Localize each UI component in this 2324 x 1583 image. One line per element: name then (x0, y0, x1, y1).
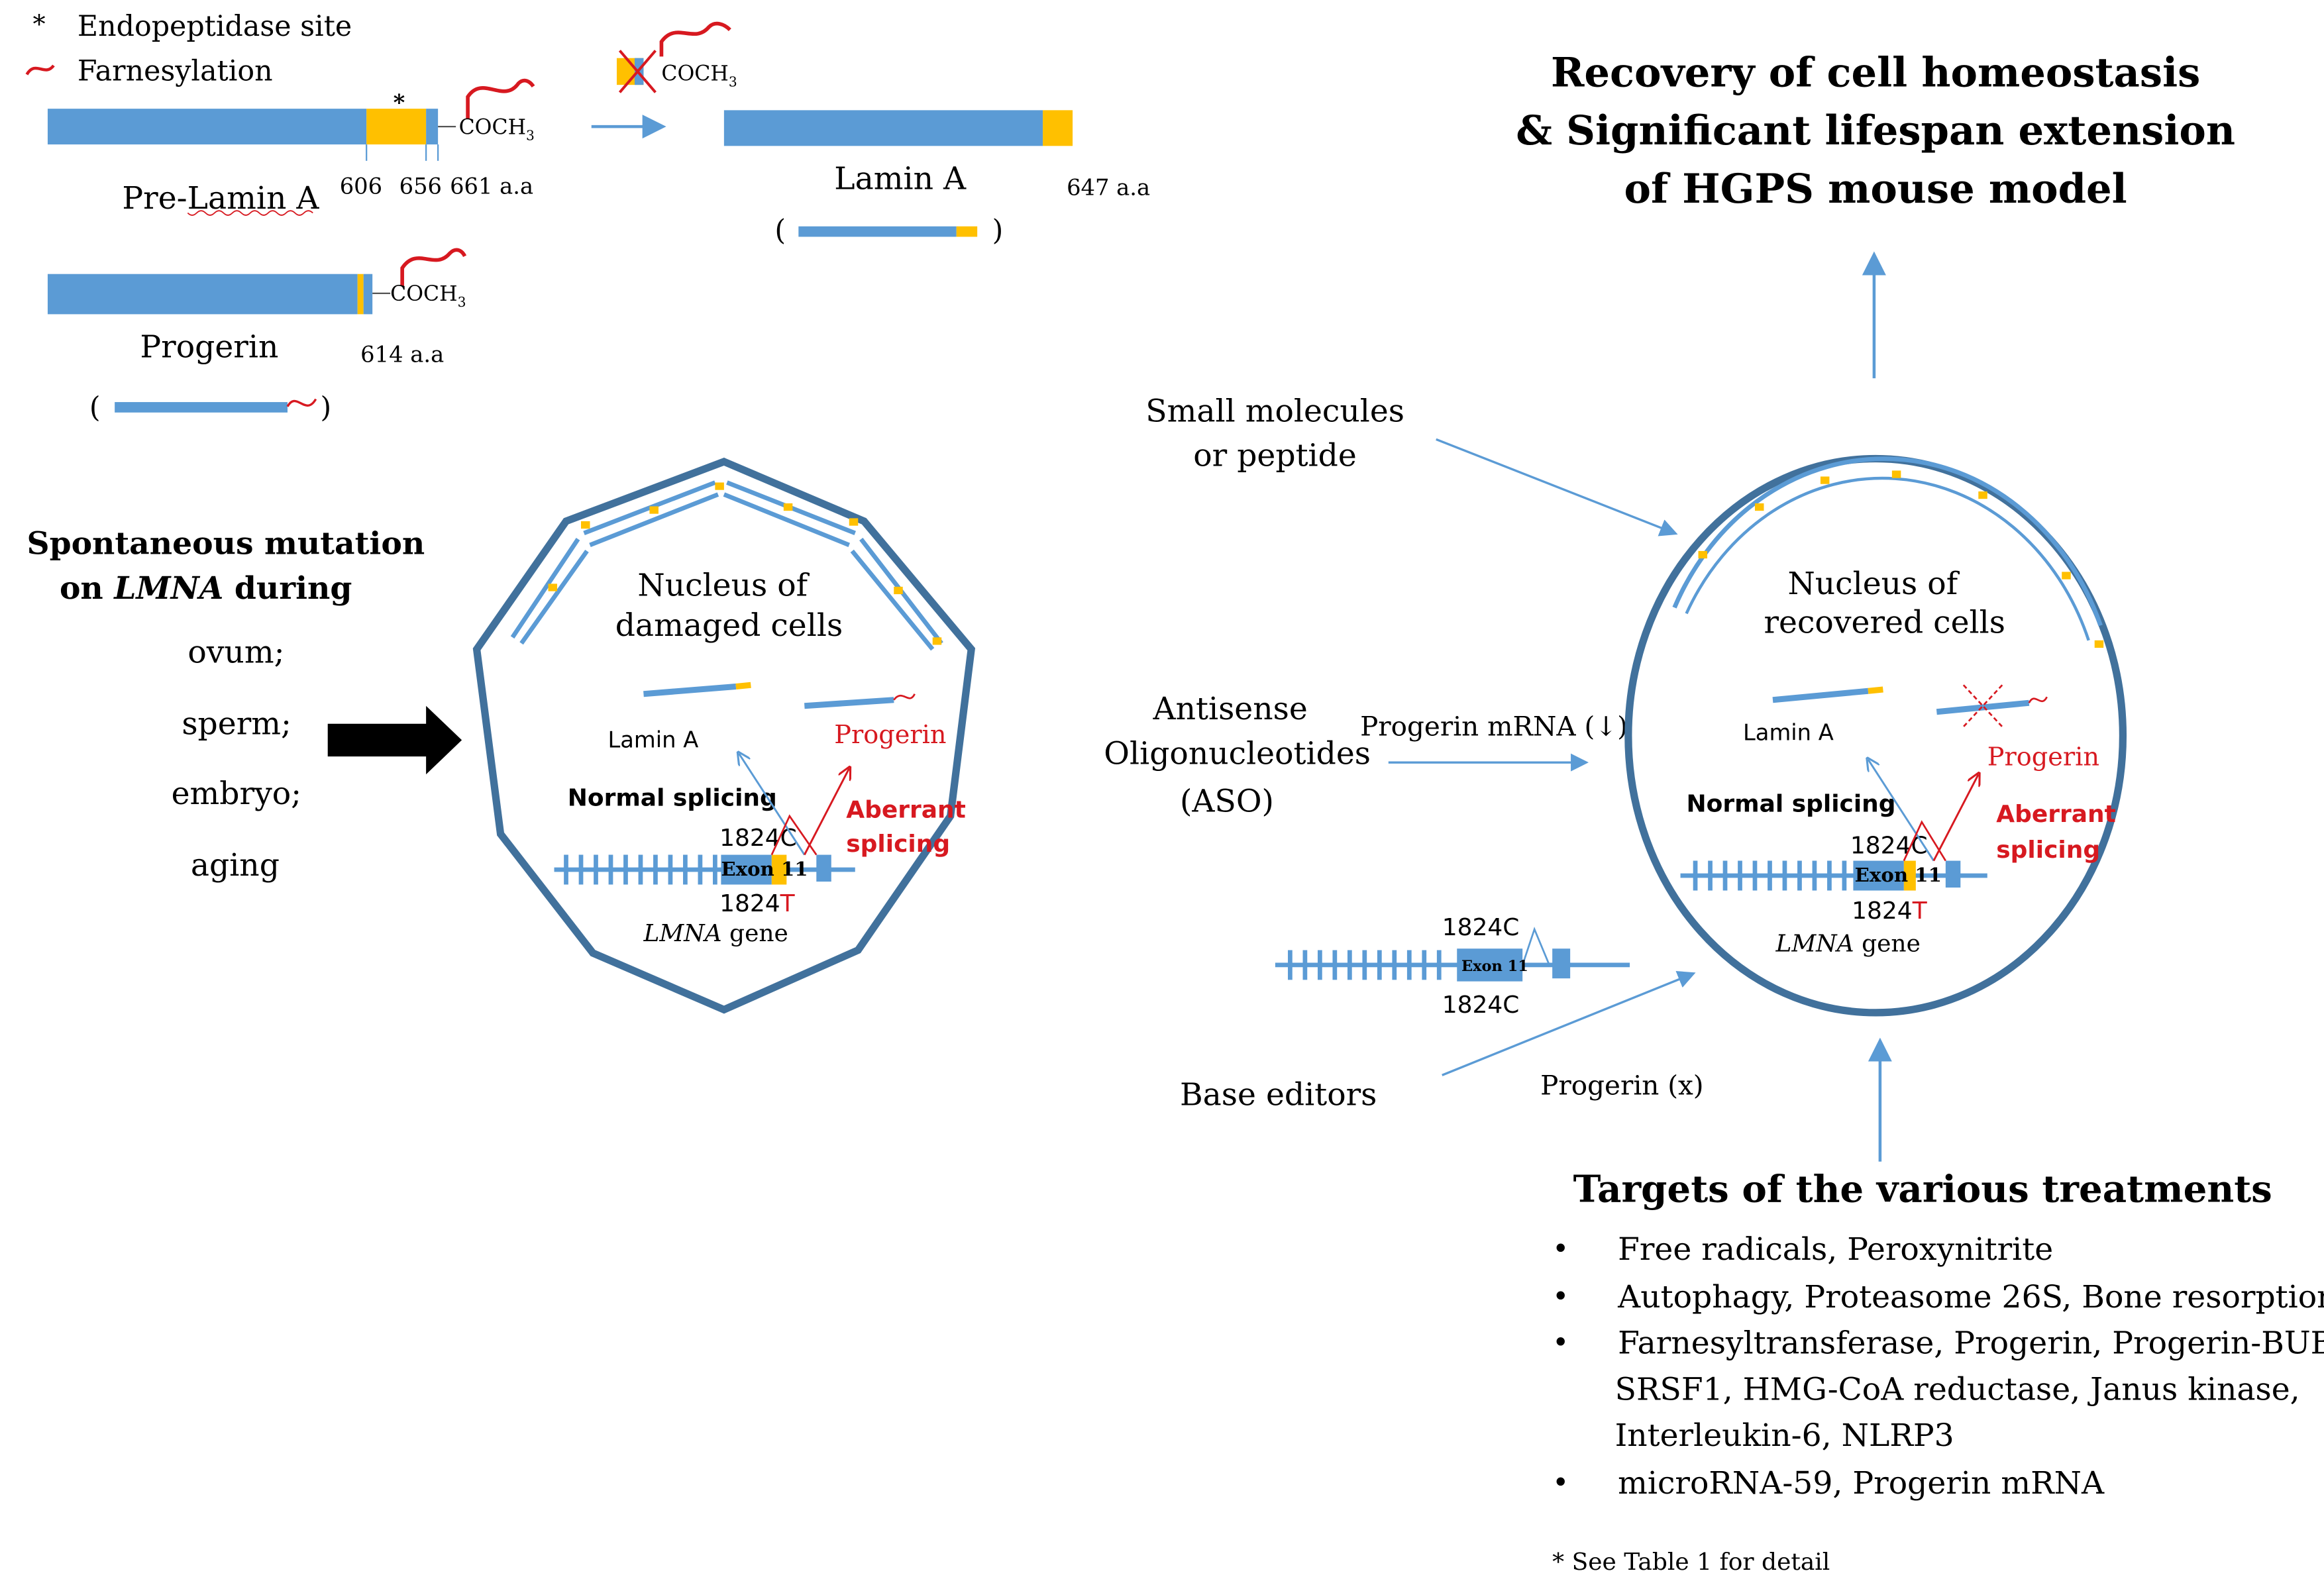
recovered-exon-label: Exon 11 (1855, 864, 1942, 886)
recovered-title-line2: recovered cells (1764, 605, 2005, 641)
damaged-title-line1: Nucleus of (637, 567, 810, 603)
small-molecules-arrow (1436, 438, 1678, 536)
recovered-nuclear-envelope (1624, 454, 2127, 1017)
legend: * Endopeptidase site Farnesylation (25, 10, 352, 87)
prelamin-tail (426, 109, 439, 145)
aso-line3: (ASO) (1180, 783, 1274, 819)
target-item-3b: SRSF1, HMG-CoA reductase, Janus kinase, (1615, 1371, 2300, 1407)
damaged-title-line2: damaged cells (615, 607, 843, 644)
targets-title: Targets of the various treatments (1573, 1167, 2272, 1211)
recovered-normal-splicing: Normal splicing (1687, 790, 1896, 817)
damaged-exon-label: Exon 11 (721, 858, 808, 880)
target-item-3a: Farnesyltransferase, Progerin, Progerin-… (1618, 1325, 2324, 1362)
damaged-normal-splicing: Normal splicing (568, 784, 777, 811)
targets: Targets of the various treatments • Free… (1552, 1037, 2324, 1576)
damaged-lamin-label: Lamin A (607, 727, 698, 753)
outcome: Recovery of cell homeostasis & Significa… (1516, 49, 2235, 379)
damaged-nucleus: Nucleus of damaged cells Lamin A Progeri… (472, 457, 976, 1014)
recovered-nucleus: Nucleus of recovered cells Lamin A Proge… (1624, 454, 2127, 1017)
treatments: Small molecules or peptide Antisense Oli… (1104, 393, 1703, 1113)
outcome-line3: of HGPS mouse model (1624, 166, 2127, 213)
aso-line2: Oligonucleotides (1104, 735, 1371, 772)
prelamin-cleaved-segment (366, 109, 427, 145)
cleaved-fragment: COCH3 (616, 21, 737, 93)
endopeptidase-star: * (394, 89, 405, 115)
damaged-aberrant-line2: splicing (846, 831, 950, 858)
svg-text:(: ( (89, 391, 101, 425)
cause-sperm: sperm; (182, 705, 291, 742)
edited-pos-top: 1824C (1442, 914, 1520, 941)
recovered-pos-t: 1824T (1852, 897, 1928, 925)
cause-aging: aging (191, 847, 280, 884)
farnesylation-label: Farnesylation (78, 54, 273, 87)
edited-exon-label: Exon 11 (1461, 958, 1528, 975)
base-editors-label: Base editors (1180, 1076, 1377, 1113)
bullet: • (1552, 1466, 1569, 1500)
small-molecules-line1: Small molecules (1145, 393, 1404, 429)
recovered-gene-label: LMNA gene (1775, 931, 1920, 958)
damaged-gene-label: LMNA gene (643, 920, 788, 947)
coch3-label: COCH3 (390, 282, 466, 310)
aso-line1: Antisense (1153, 691, 1308, 727)
lamin-label: Lamin A (834, 161, 967, 197)
coch3-label: COCH3 (661, 62, 737, 89)
bullet: • (1552, 1280, 1569, 1313)
prelamin-bar (47, 109, 367, 145)
target-item-2: Autophagy, Proteasome 26S, Bone resorpti… (1617, 1279, 2324, 1315)
progerin-x-label: Progerin (x) (1540, 1070, 1703, 1101)
bullet: • (1552, 1327, 1569, 1360)
progerin-label: Progerin (140, 329, 278, 366)
farnesylation-icon (466, 78, 535, 119)
recovered-title-line1: Nucleus of (1787, 566, 1960, 602)
target-item-4: microRNA-59, Progerin mRNA (1618, 1465, 2105, 1502)
endopeptidase-symbol: * (32, 10, 45, 39)
edited-pos-bottom: 1824C (1442, 992, 1520, 1019)
outcome-line2: & Significant lifespan extension (1516, 107, 2235, 154)
bullet: • (1552, 1233, 1569, 1266)
svg-text:(: ( (774, 214, 786, 247)
damaged-pos-c: 1824C (719, 825, 797, 852)
lamin-length: 647 a.a (1067, 175, 1150, 201)
mutation-title-line2: on LMNA during (60, 570, 352, 607)
svg-text:): ) (320, 391, 331, 425)
recovered-aberrant-line2: splicing (1996, 837, 2100, 864)
cause-ovum: ovum; (187, 635, 284, 671)
mutation-causes: Spontaneous mutation on LMNA during ovum… (26, 525, 462, 884)
damaged-progerin-label: Progerin (834, 721, 946, 750)
progerin-diagram: COCH3 Progerin 614 a.a ( ) (47, 248, 467, 425)
damaged-aberrant-line1: Aberrant (846, 796, 966, 823)
prelamin-a-diagram: * COCH3 606 656 661 a.a Pre-Lamin A (47, 78, 535, 217)
farnesylation-icon (25, 64, 55, 76)
farnesylation-icon (400, 248, 467, 286)
cause-embryo: embryo; (172, 776, 301, 812)
damaged-nuclear-envelope (472, 457, 976, 1014)
targets-footnote: * See Table 1 for detail (1552, 1549, 1830, 1576)
lamin-a-diagram: Lamin A 647 a.a ( ) (723, 110, 1150, 247)
recovered-progerin-label: Progerin (1987, 743, 2099, 772)
pos-661: 661 a.a (450, 173, 533, 199)
outcome-line1: Recovery of cell homeostasis (1551, 49, 2200, 96)
base-editors-arrow (1442, 971, 1696, 1076)
farnesylation-icon (659, 21, 731, 57)
pos-656: 656 (399, 173, 442, 199)
svg-text:): ) (992, 214, 1004, 247)
prelamin-label: Pre-Lamin A (122, 180, 319, 217)
progerin-length: 614 a.a (360, 341, 444, 367)
endopeptidase-label: Endopeptidase site (78, 10, 352, 43)
small-molecules-line2: or peptide (1193, 438, 1357, 474)
edited-gene: Exon 11 1824C 1824C (1275, 914, 1630, 1019)
target-item-1: Free radicals, Peroxynitrite (1618, 1231, 2053, 1268)
mutation-arrow (327, 705, 462, 775)
pos-606: 606 (340, 173, 382, 199)
damaged-pos-t: 1824T (719, 890, 796, 917)
target-item-3c: Interleukin-6, NLRP3 (1615, 1417, 1954, 1454)
recovered-aberrant-line1: Aberrant (1996, 801, 2116, 828)
recovered-lamin-label: Lamin A (1743, 719, 1834, 745)
coch3-label: COCH3 (459, 115, 535, 143)
progerin-mrna-label: Progerin mRNA (↓) (1360, 711, 1628, 742)
mutation-title-line1: Spontaneous mutation (26, 525, 425, 562)
